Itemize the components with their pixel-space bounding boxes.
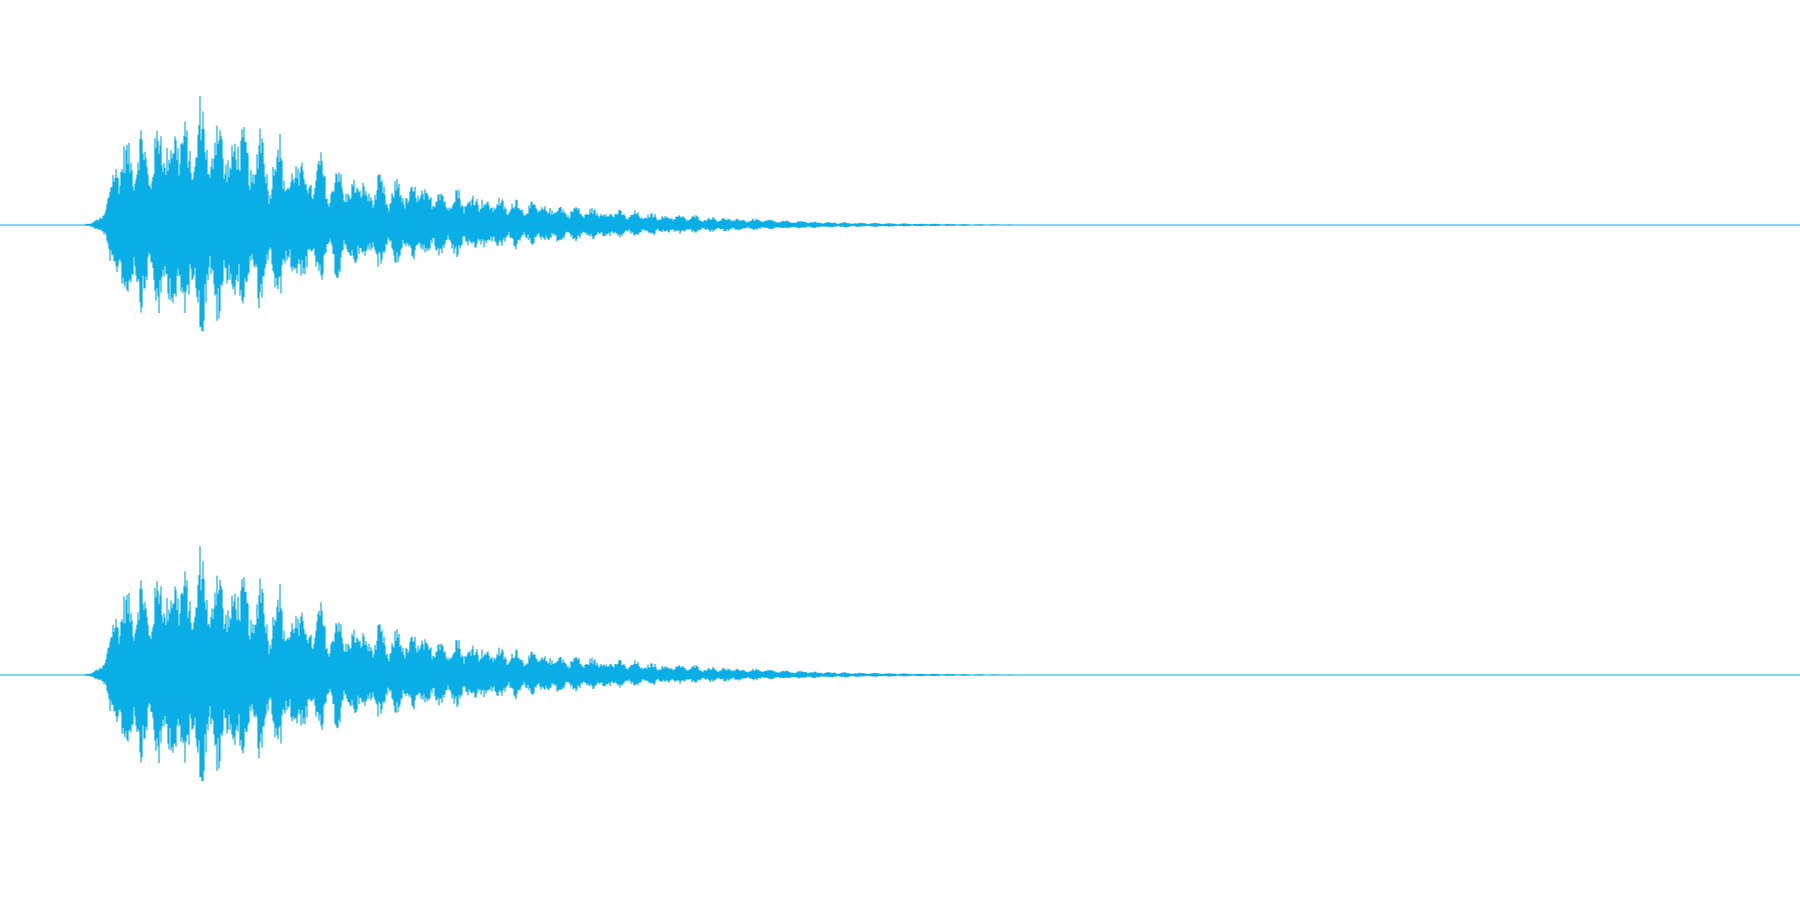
waveform-channel-2[interactable] <box>0 450 1800 900</box>
waveform-channel-1[interactable] <box>0 0 1800 450</box>
waveform-channel-2-svg <box>0 546 1800 782</box>
waveform-peaks <box>83 546 1053 782</box>
waveform-channel-1-svg <box>0 96 1800 332</box>
waveform-peaks <box>83 96 1053 332</box>
